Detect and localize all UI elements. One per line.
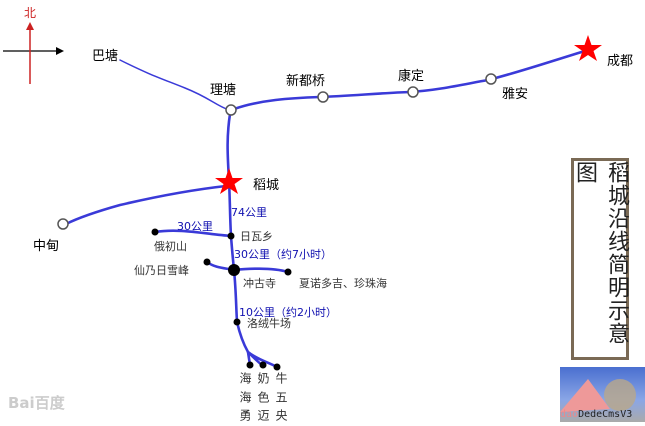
town-marker-kangding — [407, 86, 419, 98]
label-batang: 巴塘 — [92, 48, 118, 64]
road-batang-litang — [119, 59, 230, 111]
map-title: 稻城沿线简明示意图 — [572, 161, 629, 345]
point-luorong — [233, 318, 241, 326]
point-niunaihai — [246, 361, 254, 369]
label-xiannairi: 仙乃日雪峰 — [134, 264, 189, 277]
compass: 北 — [3, 6, 64, 84]
point-xianuo — [284, 268, 292, 276]
point-chonggusi — [228, 264, 240, 276]
dedecms-logo: daoDedeCmsV3 — [560, 367, 645, 422]
label-xianuo: 夏诺多吉、珍珠海 — [299, 276, 387, 290]
point-xiannairi — [203, 258, 211, 266]
map-title-box: 稻城沿线简明示意图 — [571, 158, 629, 360]
baidu-watermark: Bai百度 — [8, 394, 65, 412]
star-icon-daocheng — [215, 168, 243, 194]
distance-30-echushan: 30公里 — [177, 220, 213, 233]
distance-74: 74公里 — [231, 206, 267, 219]
label-riwaxiang: 日瓦乡 — [240, 230, 273, 243]
label-yangmaiyong: 央迈勇 — [238, 409, 288, 422]
label-niunaihai: 牛奶海 — [238, 372, 288, 384]
road-echushan — [153, 229, 233, 238]
label-xindouqiao: 新都桥 — [286, 73, 325, 89]
north-label: 北 — [24, 6, 36, 20]
star-icon-chengdu — [574, 35, 602, 61]
label-wusehai: 五色海 — [238, 390, 288, 403]
label-chengdu: 成都 — [607, 54, 633, 69]
point-wusehai — [259, 361, 267, 369]
road-daocheng-zhongdian — [64, 184, 228, 226]
road-xianuo — [232, 267, 290, 274]
label-zhongdian: 中甸 — [33, 239, 59, 254]
distance-30-chonggusi: 30公里（约7小时） — [234, 248, 332, 261]
label-kangding: 康定 — [398, 68, 424, 84]
label-echushan: 俄初山 — [154, 239, 187, 253]
point-echushan — [151, 228, 159, 236]
town-marker-xindouqiao — [317, 91, 329, 103]
label-luorong: 洛绒牛场 — [247, 316, 291, 330]
label-litang: 理塘 — [210, 82, 236, 98]
label-daocheng: 稻城 — [253, 178, 279, 193]
town-marker-litang — [225, 104, 237, 116]
label-chonggusi: 冲古寺 — [243, 276, 276, 290]
distance-10-luorong: 10公里（约2小时） — [239, 306, 337, 319]
point-riwaxiang — [227, 232, 235, 240]
town-marker-zhongdian — [57, 218, 69, 230]
town-marker-yaan — [485, 73, 497, 85]
point-yangmaiyong — [273, 363, 281, 371]
label-yaan: 雅安 — [502, 87, 528, 102]
